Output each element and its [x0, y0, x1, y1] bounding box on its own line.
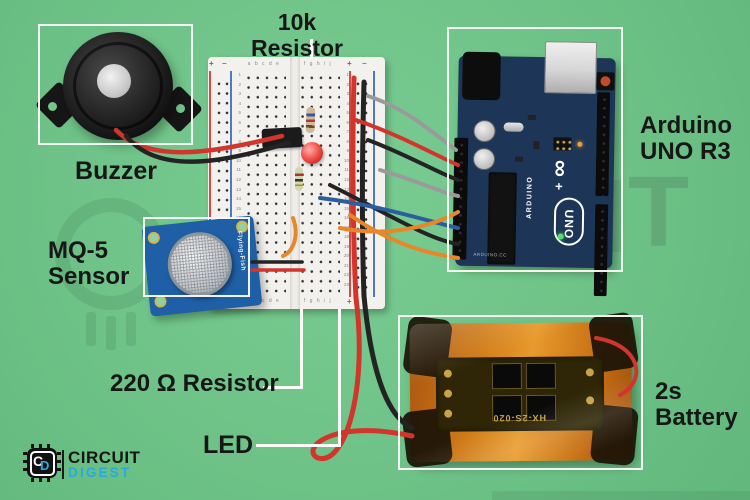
led-pointer-line [256, 444, 341, 447]
battery-annotation-box [398, 315, 643, 470]
mq5-annotation-box [143, 217, 250, 297]
buzzer-mount-hole [176, 104, 185, 113]
red-wire-rail [350, 75, 359, 301]
black-wire-rail [360, 79, 367, 299]
label-buzzer: Buzzer [75, 157, 157, 185]
chip-pins [31, 444, 53, 448]
orange-jumper-wire [348, 213, 460, 260]
label-arduino-line2: UNO R3 [640, 138, 731, 165]
resistor-220-ohm [295, 167, 303, 191]
resistor10k-pointer-line [310, 39, 313, 59]
chip-pins [23, 452, 27, 474]
resistor220-pointer-line [300, 309, 303, 389]
breadboard-columns-abcde: a b c d e [247, 61, 281, 67]
battery-red-wire [310, 295, 415, 461]
label-10k-resistor: 10k Resistor [250, 9, 344, 61]
watermark-chip-pin [106, 316, 116, 350]
watermark-chip-pin [126, 312, 136, 346]
red-jumper-wire [354, 118, 460, 167]
watermark-chip-pin [86, 312, 96, 346]
label-220-ohm-resistor: 220 Ω Resistor [110, 370, 279, 397]
buzzer-black-wire [123, 133, 291, 164]
buzzer-center-disc [97, 64, 131, 98]
grey-jumper-wire [378, 168, 460, 198]
label-battery-line2: Battery [655, 404, 738, 431]
label-led: LED [203, 431, 253, 459]
label-battery-line1: 2s [655, 378, 682, 405]
chip-letter-c: C [33, 453, 44, 469]
breadboard-columns-fghij: f g h i j [303, 61, 333, 67]
mq5-orange-wire [281, 216, 298, 258]
battery-black-wire [361, 293, 415, 431]
rail-plus-mark: + [347, 59, 352, 68]
label-arduino-uno-r3: Arduino UNO R3 [640, 113, 732, 165]
label-mq5-line2: Sensor [48, 263, 130, 290]
breadboard-rail-red-line [209, 71, 211, 297]
breadboard-rail-blue-line [373, 71, 375, 297]
label-mq5-sensor: MQ-5 Sensor [48, 238, 129, 290]
orange-jumper-wire [338, 210, 460, 234]
label-mq5-line1: MQ-5 [48, 237, 108, 264]
led-pointer-line [338, 309, 341, 447]
red-led [301, 142, 323, 164]
breadboard-holes-right [296, 71, 340, 297]
label-2s-battery: 2s Battery [655, 379, 738, 431]
watermark-strip [492, 491, 750, 500]
buzzer-ring [73, 42, 163, 130]
rail-plus-mark: + [347, 297, 352, 306]
rail-minus-mark: − [222, 59, 227, 68]
resistor220-pointer-line [263, 386, 302, 389]
blue-jumper-wire [318, 196, 460, 230]
arduino-annotation-box [447, 27, 623, 272]
breadboard-rail-blue-line [230, 71, 232, 297]
circuitdigest-chip-icon: C D [23, 444, 61, 482]
buzzer-mount-hole [48, 102, 57, 111]
battery-balance-wire [594, 336, 639, 397]
breadboard-columns-abcde: a b c d e [247, 298, 281, 304]
breadboard-columns-fghij: f g h i j [303, 298, 333, 304]
rail-minus-mark: − [362, 59, 367, 68]
label-arduino-line1: Arduino [640, 112, 732, 139]
logo-word-digest: DIGEST [68, 465, 132, 480]
chip-pins [57, 452, 61, 474]
logo-divider [62, 450, 64, 479]
logo-word-circuit: CIRCUIT [68, 448, 141, 467]
chip-letter-d: D [40, 458, 50, 473]
black-jumper-wire [366, 138, 460, 182]
chip-pins [31, 478, 53, 482]
watermark-letter: T [628, 156, 690, 268]
rail-plus-mark: + [209, 59, 214, 68]
buzzer-annotation-box [38, 24, 193, 145]
breadboard-row-numbers: 1 2 3 4 5 6 7 8 9 10 11 12 13 14 15 16 1… [343, 72, 349, 288]
buzzer-component [63, 32, 173, 140]
breadboard-rail-red-line [349, 71, 351, 297]
